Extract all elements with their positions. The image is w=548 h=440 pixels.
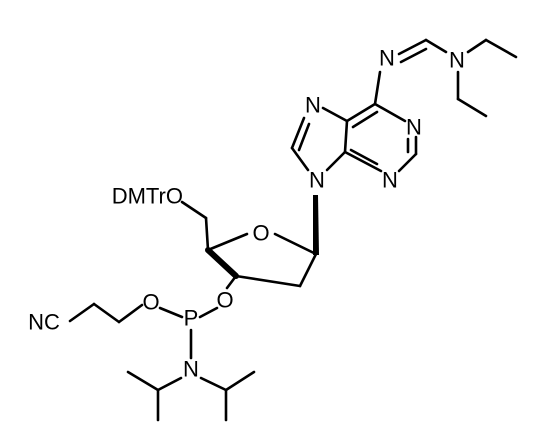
label-o-chain: O	[142, 290, 159, 315]
label-n7: N	[305, 93, 321, 118]
bond-c5-c6-a	[345, 102, 377, 123]
bond-et1a-et1b	[484, 38, 518, 59]
bond-n3-c4-a	[343, 150, 383, 173]
atom-labels: DMTrO NC O P O N O N N N N N N	[28, 46, 465, 382]
bond-n-ipr1	[156, 376, 183, 392]
label-o-3prime: O	[216, 288, 233, 313]
label-nc: NC	[28, 310, 60, 335]
bond-c4-n9	[325, 150, 347, 172]
bond-c8-n7-a	[290, 116, 306, 150]
bond-n9-c8	[290, 146, 310, 172]
bond-c4-o4	[206, 232, 249, 252]
bond-n-ipr2	[199, 376, 228, 392]
label-n1: N	[406, 115, 422, 140]
bond-c4-c3-bold-line	[205, 247, 239, 279]
bond-c3-o3	[225, 274, 238, 290]
bond-c5-c4	[204, 216, 210, 252]
label-dmtr-o: DMTrO	[112, 184, 183, 209]
bond-c2-n3	[397, 152, 418, 173]
bond-o5-c5	[180, 200, 208, 220]
bond-nimine-ch-a	[397, 38, 428, 56]
bond-n3-c4-b	[349, 148, 379, 166]
bond-ipr1-me1	[126, 370, 160, 392]
label-n-imine: N	[379, 46, 395, 71]
bond-lines	[68, 38, 518, 422]
label-n3: N	[382, 168, 398, 193]
label-p: P	[184, 306, 199, 331]
bond-ch2a-ch2b	[92, 302, 121, 324]
label-n-amine: N	[183, 357, 199, 382]
bond-ochain-ch2a	[117, 303, 144, 324]
bond-ch-ndialkyl	[424, 38, 448, 54]
bond-c1-n9-wedge	[313, 195, 319, 255]
bond-o3-p	[198, 306, 219, 319]
bond-c5-c4	[343, 119, 349, 154]
bond-c6-n1	[373, 102, 407, 123]
bond-ndialkyl-et1a	[466, 38, 488, 54]
bond-ch2b-cn	[68, 302, 96, 323]
bond-n7-c5	[321, 106, 349, 123]
label-n9: N	[309, 168, 325, 193]
bond-c2-c3	[234, 274, 302, 288]
bond-c6-nimine	[373, 70, 382, 106]
bond-c1-c2	[298, 252, 318, 288]
bond-nimine-ch-b	[399, 47, 428, 64]
bond-et2a-et2b	[456, 97, 488, 118]
bond-p-ochain	[158, 306, 184, 319]
bond-c8-n7-b	[297, 122, 311, 152]
bond-o4-c1	[273, 232, 318, 256]
label-o-ring: O	[252, 221, 269, 246]
label-n-dialkyl: N	[449, 48, 465, 73]
bond-ipr2-me1	[224, 370, 256, 392]
bond-c5-c6-b	[351, 110, 379, 129]
